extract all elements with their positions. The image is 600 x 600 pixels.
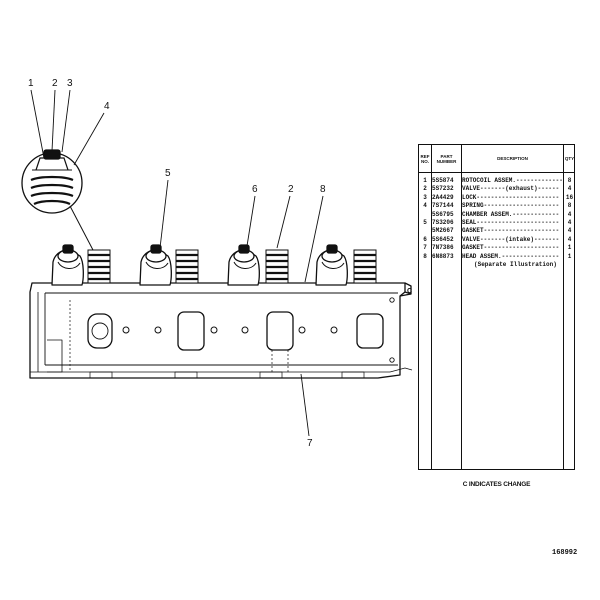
cylinder-head-body xyxy=(29,282,406,379)
row-ref xyxy=(419,227,431,235)
chamber-assembly-4 xyxy=(315,244,348,286)
table-row: 5M2667 GASKET--------------------- 4 xyxy=(419,227,574,235)
callout-4: 4 xyxy=(104,101,110,112)
table-row: 7 7N7386 GASKET--------------------- 1 xyxy=(419,244,574,252)
callout-5: 5 xyxy=(165,168,171,179)
parts-table-header: REF NO. PART NUMBER DESCRIPTION QTY xyxy=(419,145,574,173)
row-qty: 1 xyxy=(567,252,572,260)
row-part: 5S7232 xyxy=(432,185,454,193)
row-part: 5S6452 xyxy=(432,235,454,243)
row-qty: 1 xyxy=(567,244,572,252)
row-qty: 4 xyxy=(567,210,572,218)
callout-1: 1 xyxy=(28,78,34,89)
row-ref: 1 xyxy=(423,177,427,184)
change-marker: C xyxy=(407,288,413,295)
header-part: PART NUMBER xyxy=(436,153,457,164)
valve-spring-3 xyxy=(265,249,289,284)
row-desc: VALVE-------(exhaust)------ xyxy=(462,185,560,193)
callout-2a: 2 xyxy=(52,78,58,89)
port-1 xyxy=(87,313,113,349)
row-qty: 4 xyxy=(567,219,572,226)
row-desc: LOCK----------------------- xyxy=(462,193,560,201)
table-row: 5S6795 CHAMBER ASSEM.------------- 4 xyxy=(419,211,574,219)
header-ref: REF NO. xyxy=(420,153,430,164)
port-4 xyxy=(356,313,384,349)
table-row: 8 6N8873 HEAD ASSEM.---------------- 1 xyxy=(419,253,574,261)
row-qty: 8 xyxy=(567,202,572,210)
row-part: 7N7386 xyxy=(432,244,454,252)
table-row: 5 7S3206 SEAL----------------------- 4 xyxy=(419,219,574,227)
callout-3: 3 xyxy=(67,78,73,89)
row-part: 5M2667 xyxy=(432,227,454,235)
row-desc: VALVE-------(intake)------- xyxy=(462,235,560,243)
chamber-assembly-3 xyxy=(227,244,260,286)
illustration-number: 168992 xyxy=(552,549,578,557)
callout-8: 8 xyxy=(320,184,326,195)
header-qty: QTY xyxy=(564,156,575,161)
row-desc: SPRING--------------------- xyxy=(462,202,560,210)
row-desc: GASKET--------------------- xyxy=(462,244,560,252)
row-qty: 4 xyxy=(567,185,572,193)
row-part: 5S5874 xyxy=(432,177,454,184)
change-note: C INDICATES CHANGE xyxy=(462,481,531,488)
table-row: 4 7S7144 SPRING--------------------- 8 xyxy=(419,202,574,210)
row-qty: 4 xyxy=(567,227,572,235)
row-ref: 7 xyxy=(423,244,427,252)
row-part: 7S3206 xyxy=(432,219,454,226)
valve-spring-1 xyxy=(87,249,111,284)
row-qty: 4 xyxy=(567,235,572,243)
row-part: 6N8873 xyxy=(432,252,454,260)
callout-6: 6 xyxy=(252,184,258,195)
row-ref xyxy=(419,261,431,269)
port-2 xyxy=(177,311,205,351)
row-desc: GASKET--------------------- xyxy=(462,227,560,235)
row-desc: CHAMBER ASSEM.------------- xyxy=(462,210,560,218)
chamber-assembly-2 xyxy=(139,244,172,286)
row-ref: 3 xyxy=(423,193,427,201)
row-ref: 4 xyxy=(423,202,427,210)
row-part: 2A4429 xyxy=(432,193,454,201)
table-row: 3 2A4429 LOCK----------------------- 16 xyxy=(419,194,574,202)
row-ref: 2 xyxy=(423,185,427,193)
row-part xyxy=(432,261,461,269)
table-row: (Separate Illustration) xyxy=(419,261,574,269)
row-desc: (Separate Illustration) xyxy=(474,261,557,268)
valve-spring-2 xyxy=(175,249,199,284)
row-ref xyxy=(419,211,431,219)
callout-2b: 2 xyxy=(288,184,294,195)
table-row: 2 5S7232 VALVE-------(exhaust)------ 4 xyxy=(419,185,574,193)
row-qty: 16 xyxy=(565,193,574,201)
row-desc: SEAL----------------------- xyxy=(462,219,560,226)
row-part: 5S6795 xyxy=(432,210,454,218)
row-part: 7S7144 xyxy=(432,202,454,210)
detail-magnifier xyxy=(21,149,94,251)
parts-table: REF NO. PART NUMBER DESCRIPTION QTY 1 5S… xyxy=(418,144,575,470)
port-3 xyxy=(266,311,294,351)
row-ref: 5 xyxy=(423,219,427,226)
row-ref: 8 xyxy=(423,252,427,260)
row-desc: ROTOCOIL ASSEM.------------- xyxy=(462,177,563,184)
valve-spring-4 xyxy=(353,249,377,284)
row-ref: 6 xyxy=(423,235,427,243)
row-desc: HEAD ASSEM.---------------- xyxy=(462,252,560,260)
row-qty xyxy=(564,261,575,269)
chamber-assembly-1 xyxy=(51,244,84,286)
row-qty: 8 xyxy=(567,177,572,184)
table-row: 6 5S6452 VALVE-------(intake)------- 4 xyxy=(419,236,574,244)
header-desc: DESCRIPTION xyxy=(497,156,528,161)
callout-7: 7 xyxy=(307,438,313,449)
table-row: 1 5S5874 ROTOCOIL ASSEM.------------- 8 xyxy=(419,177,574,185)
